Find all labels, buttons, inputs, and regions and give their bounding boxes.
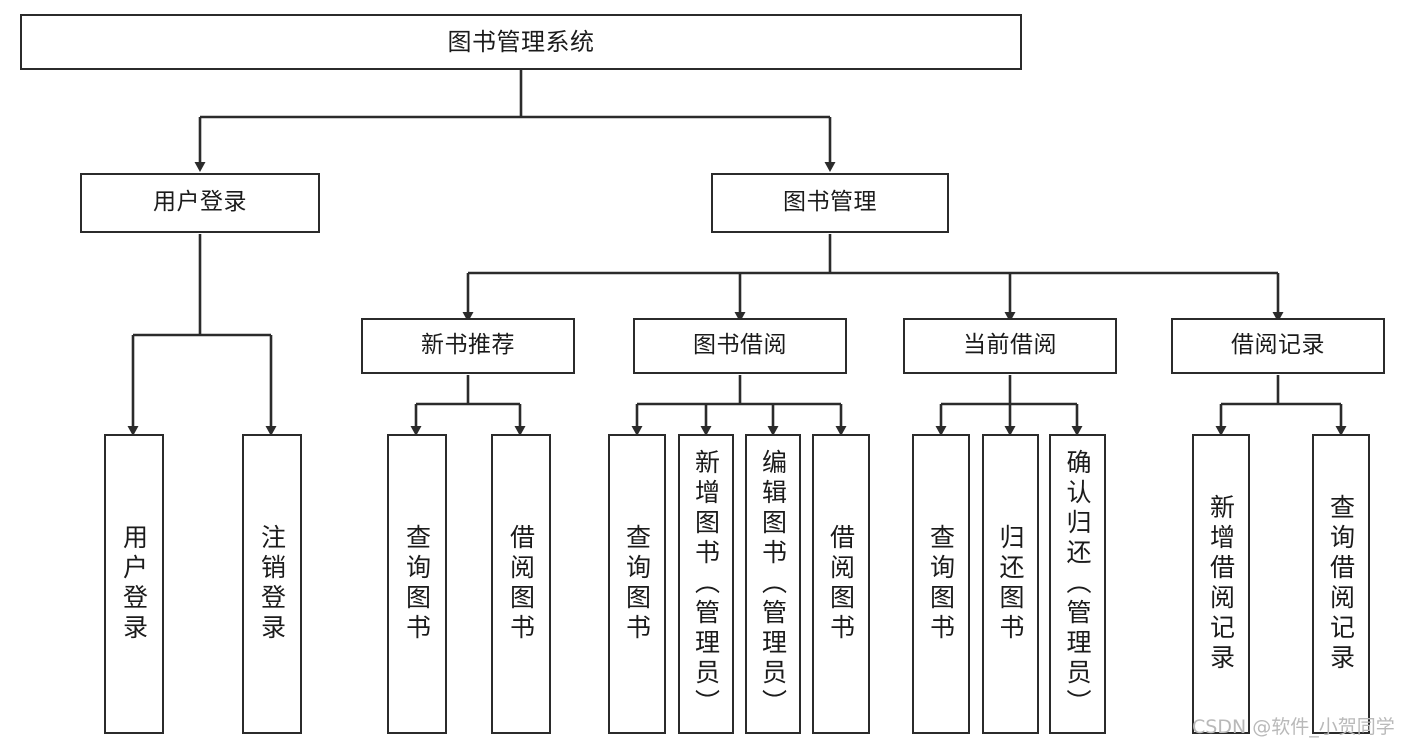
node-leaf-user-login-label: 用户登录: [119, 524, 149, 644]
node-book-manage-label: 图书管理: [783, 189, 877, 216]
node-leaf-query-book-1-label: 查询图书: [402, 524, 432, 644]
node-leaf-confirm-return-label: 确认归还（管理员）: [1063, 449, 1092, 719]
node-leaf-query-record-label: 查询借阅记录: [1326, 494, 1356, 674]
node-current-borrow[interactable]: 当前借阅: [903, 318, 1117, 374]
node-leaf-add-record[interactable]: 新增借阅记录: [1192, 434, 1250, 734]
node-current-borrow-label: 当前借阅: [963, 332, 1057, 359]
node-borrow-record-label: 借阅记录: [1231, 332, 1325, 359]
node-leaf-add-book[interactable]: 新增图书（管理员）: [678, 434, 734, 734]
node-leaf-query-book-3[interactable]: 查询图书: [912, 434, 970, 734]
node-root-system-label: 图书管理系统: [447, 27, 595, 56]
node-root-system[interactable]: 图书管理系统: [20, 14, 1022, 70]
node-leaf-return-book[interactable]: 归还图书: [982, 434, 1039, 734]
node-leaf-query-book-2-label: 查询图书: [622, 524, 652, 644]
node-leaf-borrow-book-1[interactable]: 借阅图书: [491, 434, 551, 734]
node-leaf-query-book-1[interactable]: 查询图书: [387, 434, 447, 734]
node-leaf-edit-book-label: 编辑图书（管理员）: [758, 449, 788, 719]
node-leaf-logout-login[interactable]: 注销登录: [242, 434, 302, 734]
node-leaf-add-record-label: 新增借阅记录: [1206, 494, 1236, 674]
node-new-book-recommend-label: 新书推荐: [421, 332, 515, 359]
node-book-borrow[interactable]: 图书借阅: [633, 318, 847, 374]
node-leaf-query-book-3-label: 查询图书: [926, 524, 956, 644]
node-leaf-confirm-return[interactable]: 确认归还（管理员）: [1049, 434, 1106, 734]
node-user-login[interactable]: 用户登录: [80, 173, 320, 233]
node-borrow-record[interactable]: 借阅记录: [1171, 318, 1385, 374]
node-new-book-recommend[interactable]: 新书推荐: [361, 318, 575, 374]
node-leaf-borrow-book-2[interactable]: 借阅图书: [812, 434, 870, 734]
node-leaf-return-book-label: 归还图书: [996, 524, 1025, 644]
node-book-borrow-label: 图书借阅: [693, 332, 787, 359]
node-leaf-borrow-book-2-label: 借阅图书: [826, 524, 856, 644]
node-leaf-borrow-book-1-label: 借阅图书: [506, 524, 536, 644]
node-book-manage[interactable]: 图书管理: [711, 173, 949, 233]
node-leaf-user-login[interactable]: 用户登录: [104, 434, 164, 734]
node-leaf-query-book-2[interactable]: 查询图书: [608, 434, 666, 734]
node-leaf-query-record[interactable]: 查询借阅记录: [1312, 434, 1370, 734]
node-leaf-logout-login-label: 注销登录: [257, 524, 287, 644]
node-leaf-edit-book[interactable]: 编辑图书（管理员）: [745, 434, 801, 734]
csdn-watermark: CSDN @软件_小贺同学: [1192, 716, 1395, 738]
node-leaf-add-book-label: 新增图书（管理员）: [691, 449, 721, 719]
node-user-login-label: 用户登录: [153, 189, 247, 216]
